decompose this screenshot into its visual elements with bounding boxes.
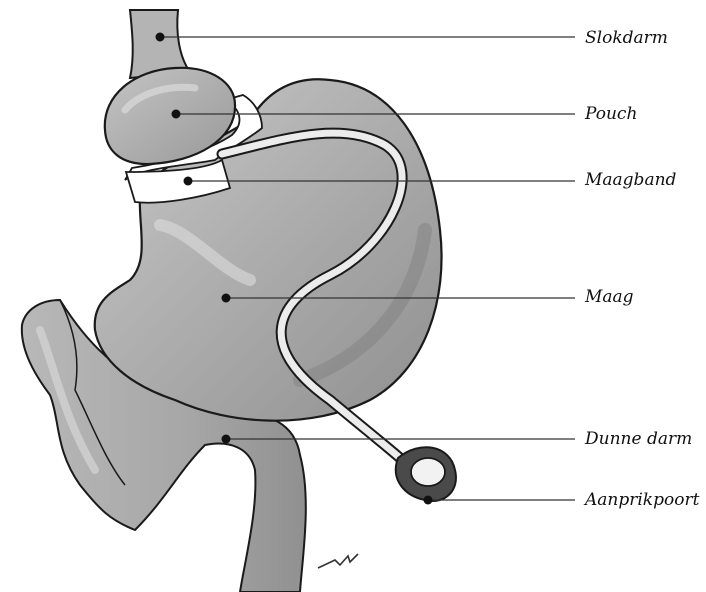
dot-maag (222, 294, 231, 303)
label-pouch: Pouch (585, 104, 637, 124)
label-maagband: Maagband (585, 170, 676, 190)
artist-signature (318, 554, 358, 568)
dot-aanprikpoort (424, 496, 433, 505)
access-port-septum (411, 458, 445, 486)
dot-slokdarm (156, 33, 165, 42)
dot-dunne-darm (222, 435, 231, 444)
label-aanprikpoort: Aanprikpoort (585, 490, 699, 510)
dot-maagband (184, 177, 193, 186)
dot-pouch (172, 110, 181, 119)
label-dunne-darm: Dunne darm (585, 429, 692, 449)
label-maag: Maag (585, 287, 634, 307)
label-slokdarm: Slokdarm (585, 28, 668, 48)
